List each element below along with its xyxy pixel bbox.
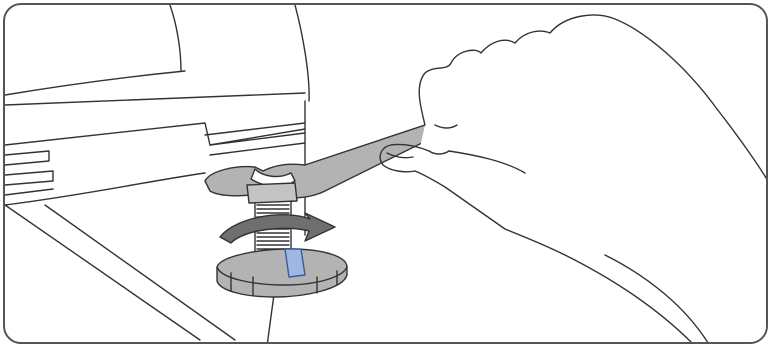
- adjustable-foot-icon: [217, 249, 347, 297]
- illustration-svg: [5, 5, 768, 344]
- rotation-arrow-icon: [220, 213, 335, 243]
- hand-icon: [380, 15, 768, 344]
- illustration-frame: [3, 3, 768, 344]
- wrench-icon: [205, 125, 434, 198]
